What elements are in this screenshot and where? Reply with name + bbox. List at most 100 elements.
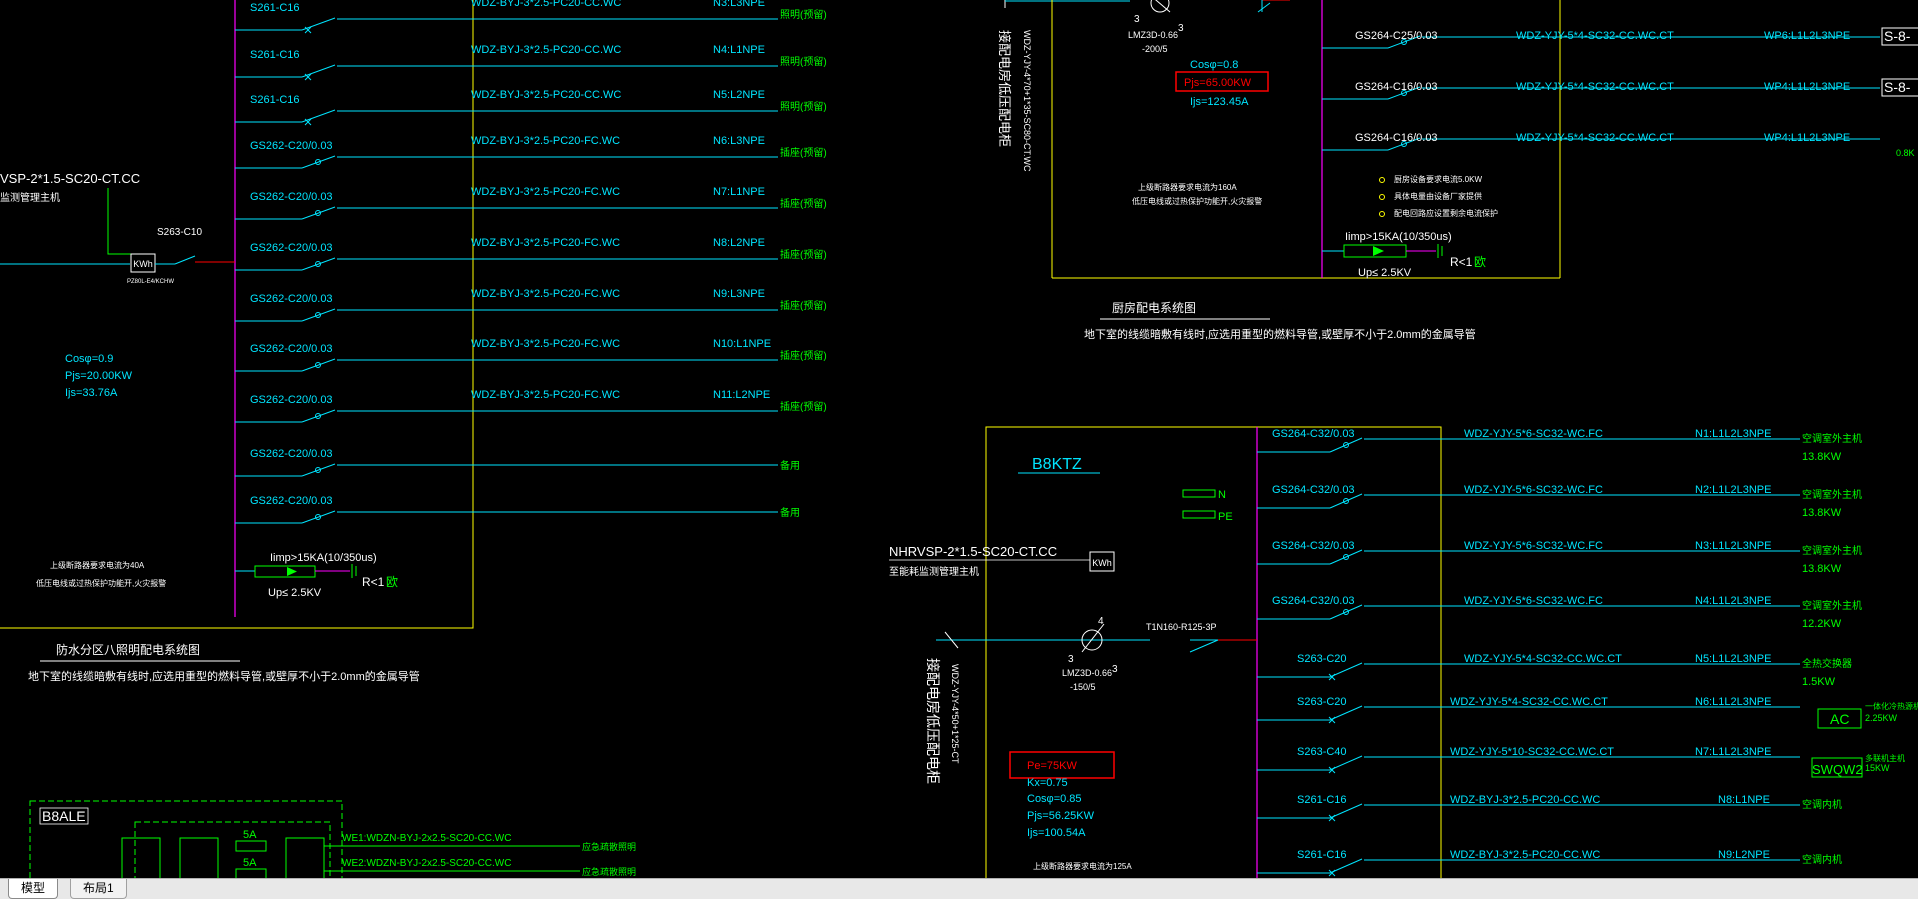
b8ale-box-name: B8ALE: [42, 808, 86, 824]
b8ktz-circuit-load: 空调室外主机: [1802, 544, 1862, 557]
ac-box-label: AC: [1830, 711, 1849, 727]
left-meter-label: KWh: [133, 259, 153, 269]
kitchen-note-2: 低压电线或过热保护功能开,火灾报警: [1132, 196, 1262, 206]
kitchen-circuit-cable: WDZ-YJY-5*4-SC32-CC.WC.CT: [1516, 30, 1674, 42]
b8ktz-circuit-phase: N5:L1L2L3NPE: [1695, 653, 1771, 665]
b8ktz-circuit-cable: WDZ-YJY-5*6-SC32-WC.FC: [1464, 428, 1603, 440]
b8ktz-circuit-phase: N6:L1L2L3NPE: [1695, 696, 1771, 708]
b8ktz-circuit-cable: WDZ-YJY-5*4-SC32-CC.WC.CT: [1464, 653, 1622, 665]
kitchen-circuit-tag: S-8-: [1884, 79, 1911, 95]
b8ale-load-1: 应急疏散照明: [582, 841, 636, 852]
left-panel-frame: [0, 0, 474, 629]
left-circuit-cable: WDZ-BYJ-3*2.5-PC20-CC.WC: [471, 89, 621, 101]
b8ktz-circuit-cable: WDZ-YJY-5*6-SC32-WC.FC: [1464, 484, 1603, 496]
left-circuit-usage: 插座(预留): [780, 248, 827, 261]
swq-box: [1811, 757, 1863, 778]
b8ktz-kx: Kx=0.75: [1027, 777, 1068, 789]
kitchen-circuit-breaker: GS264-C25/0.03: [1355, 30, 1438, 42]
kitchen-ct-count-2: 3: [1178, 23, 1184, 34]
b8ktz-circuit-load: 空调室外主机: [1802, 599, 1862, 612]
left-pjs: Pjs=20.00KW: [65, 370, 133, 382]
b8ktz-circuit-load: 一体化冷热源机组: [1865, 701, 1918, 711]
kitchen-note-item-3: 配电回路应设置剩余电流保护: [1394, 208, 1498, 218]
b8ktz-incoming-cable: NHRVSP-2*1.5-SC20-CT.CC: [889, 544, 1057, 559]
b8ktz-circuit-power: 12.2KW: [1802, 618, 1842, 630]
b8ktz-circuit-row: S261-C16 WDZ-BYJ-3*2.5-PC20-CC.WC N9:L2NPE…: [1257, 849, 1842, 877]
b8ktz-ct-symbol: [1081, 629, 1103, 651]
left-circuit-phase: N5:L2NPE: [713, 89, 765, 101]
b8ktz-circuit-phase: N9:L2NPE: [1718, 849, 1770, 861]
left-circuit-breaker: GS262-C20/0.03: [250, 293, 333, 305]
left-circuit-breaker: GS262-C20/0.03: [250, 140, 333, 152]
b8ktz-cos: Cosφ=0.85: [1027, 793, 1082, 805]
b8ktz-circuit-power: 13.8KW: [1802, 507, 1842, 519]
b8ktz-circuit-phase: N2:L1L2L3NPE: [1695, 484, 1771, 496]
left-circuit-breaker: S261-C16: [250, 94, 300, 106]
left-circuit-phase: N4:L1NPE: [713, 44, 765, 56]
n-terminal: [1182, 489, 1216, 498]
b8ktz-circuit-breaker: S261-C16: [1297, 849, 1347, 861]
left-circuit-usage: 插座(预留): [780, 146, 827, 159]
kitchen-spd-r: R<1: [1450, 255, 1473, 269]
left-circuit-breaker: GS262-C20/0.03: [250, 343, 333, 355]
left-circuit-usage: 照明(预留): [780, 55, 827, 68]
left-ijs: Ijs=33.76A: [65, 387, 118, 399]
kitchen-pjs-highlight: [1175, 71, 1269, 92]
b8ktz-circuit-phase: N4:L1L2L3NPE: [1695, 595, 1771, 607]
b8ktz-circuit-load: 全热交换器: [1802, 657, 1852, 670]
kitchen-ct-model: LMZ3D-0.66: [1128, 30, 1178, 40]
kitchen-spd-imp: Iimp>15KA(10/350us): [1345, 231, 1452, 243]
b8ale-fuse-1: 5A: [243, 829, 257, 841]
b8ktz-circuit-phase: N8:L1NPE: [1718, 794, 1770, 806]
b8ktz-meter-host: 至能耗监测管理主机: [889, 565, 979, 578]
pe-terminal: [1182, 510, 1216, 519]
b8ale-cable-2: WE2:WDZN-BYJ-2x2.5-SC20-CC.WC: [342, 858, 511, 869]
left-circuit-cable: WDZ-BYJ-3*2.5-PC20-FC.WC: [471, 389, 620, 401]
left-circuit-cable: WDZ-BYJ-3*2.5-PC20-FC.WC: [471, 135, 620, 147]
kitchen-ct-symbol: [1150, 0, 1170, 13]
kitchen-ct-ratio: -200/5: [1142, 44, 1168, 54]
kitchen-ct-count: 3: [1134, 14, 1140, 25]
b8ktz-circuit-cable: WDZ-BYJ-3*2.5-PC20-CC.WC: [1450, 849, 1600, 861]
kitchen-ijs: Ijs=123.45A: [1190, 96, 1249, 108]
b8ktz-pjs: Pjs=56.25KW: [1027, 810, 1095, 822]
b8ktz-circuit-phase: N7:L1L2L3NPE: [1695, 746, 1771, 758]
b8ktz-circuit-cable: WDZ-BYJ-3*2.5-PC20-CC.WC: [1450, 794, 1600, 806]
b8ale-fuse-2: 5A: [243, 857, 257, 869]
ac-box: [1817, 708, 1862, 729]
b8ktz-circuit-breaker: S261-C16: [1297, 794, 1347, 806]
left-spd-unit: 欧: [386, 575, 398, 589]
b8ktz-distribution-panel: B8KTZ N PE NHRVSP-2*1.5-SC20-CT.CC 至能耗监测…: [889, 426, 1918, 878]
tab-layout-1[interactable]: 布局1: [70, 879, 127, 899]
left-circuit-usage: 照明(预留): [780, 8, 827, 21]
b8ktz-circuit-breaker: S263-C40: [1297, 746, 1347, 758]
swq-box-label: SWQW2: [1812, 762, 1863, 777]
b8ktz-circuit-power: 1.5KW: [1802, 676, 1836, 688]
left-circuit-phase: N9:L3NPE: [713, 288, 765, 300]
left-cos: Cosφ=0.9: [65, 353, 113, 365]
left-meter-host: 监测管理主机: [0, 191, 60, 204]
tab-model[interactable]: 模型: [8, 879, 59, 899]
kitchen-note-1: 上级断路器要求电流为160A: [1138, 182, 1237, 192]
b8ktz-main-breaker: T1N160-R125-3P: [1146, 622, 1217, 632]
left-circuit-breaker: S261-C16: [250, 49, 300, 61]
left-note-1: 上级断路器要求电流为40A: [50, 560, 145, 570]
b8ktz-ct-pole: 4: [1098, 616, 1104, 627]
kitchen-spd-unit: 欧: [1474, 255, 1486, 269]
kitchen-note-item-1: 厨房设备要求电流5.0KW: [1394, 174, 1482, 184]
kitchen-circuit-tag: 0.8K: [1896, 148, 1915, 158]
